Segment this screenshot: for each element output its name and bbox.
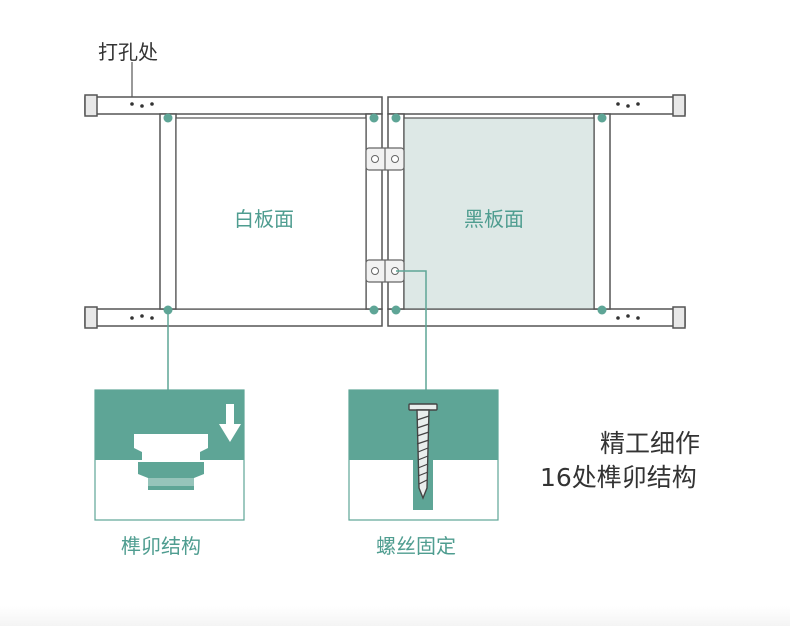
drill-hole bbox=[636, 316, 640, 320]
left-top-endcap bbox=[84, 94, 98, 117]
hinge-icon bbox=[365, 259, 405, 283]
drill-hole bbox=[616, 102, 620, 106]
drill-hole bbox=[626, 104, 630, 108]
joint-dot bbox=[163, 113, 173, 123]
drill-hole bbox=[616, 316, 620, 320]
drill-hole bbox=[636, 102, 640, 106]
arrow-down-icon bbox=[219, 404, 241, 442]
right-right-stile bbox=[593, 113, 611, 310]
right-bottom-rail bbox=[387, 308, 686, 327]
joint-dot bbox=[597, 113, 607, 123]
bottom-shade bbox=[0, 606, 790, 626]
feature-subheading: 16处榫卯结构 bbox=[540, 463, 697, 492]
drill-point-label: 打孔处 bbox=[98, 40, 158, 64]
drill-hole bbox=[150, 316, 154, 320]
screw-callout-line bbox=[396, 270, 427, 390]
left-top-rail bbox=[84, 96, 383, 115]
joint-dot bbox=[391, 113, 401, 123]
black-board-label: 黑板面 bbox=[464, 207, 524, 231]
black-board-panel bbox=[387, 94, 686, 329]
white-board-surface bbox=[175, 117, 367, 310]
right-bottom-endcap bbox=[672, 306, 686, 329]
screw-icon bbox=[348, 389, 499, 521]
joint-dot bbox=[163, 305, 173, 315]
drill-hole bbox=[626, 314, 630, 318]
joint-dot bbox=[597, 305, 607, 315]
left-stile bbox=[159, 113, 177, 310]
drill-hole bbox=[140, 314, 144, 318]
joint-dot bbox=[369, 113, 379, 123]
mortise-caption: 榫卯结构 bbox=[121, 534, 201, 558]
left-bottom-endcap bbox=[84, 306, 98, 329]
hinge-icon bbox=[365, 147, 405, 171]
right-top-endcap bbox=[672, 94, 686, 117]
drill-hole bbox=[150, 102, 154, 106]
screw-caption: 螺丝固定 bbox=[376, 534, 456, 558]
joint-dot bbox=[369, 305, 379, 315]
joint-dot bbox=[391, 305, 401, 315]
mortise-tenon-joint-icon bbox=[94, 389, 245, 521]
white-board-label: 白板面 bbox=[234, 207, 294, 231]
black-board-surface bbox=[403, 117, 595, 310]
left-bottom-rail bbox=[84, 308, 383, 327]
drill-hole bbox=[130, 316, 134, 320]
right-top-rail bbox=[387, 96, 686, 115]
drill-hole bbox=[130, 102, 134, 106]
feature-heading: 精工细作 bbox=[600, 429, 701, 458]
drill-hole bbox=[140, 104, 144, 108]
